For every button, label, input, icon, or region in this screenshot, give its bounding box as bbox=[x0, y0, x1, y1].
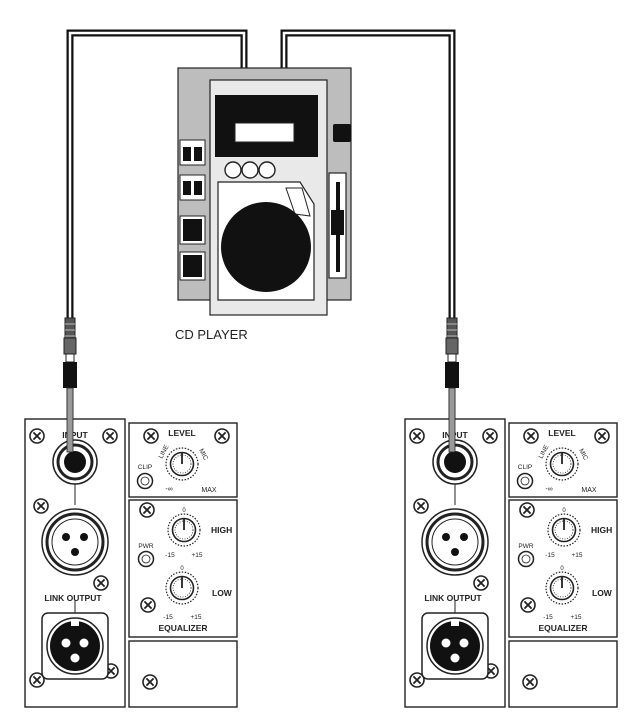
input-label: INPUT bbox=[62, 430, 88, 440]
equalizer-title: EQUALIZER bbox=[538, 623, 587, 633]
level-knob[interactable] bbox=[165, 447, 199, 481]
eq-low-label: LOW bbox=[212, 588, 233, 598]
clip-led bbox=[516, 472, 534, 490]
level-max-label: MAX bbox=[201, 487, 217, 494]
level-mic-label: MIC bbox=[197, 448, 209, 462]
pwr-led bbox=[517, 550, 535, 568]
level-min-label: -∞ bbox=[165, 486, 172, 493]
pwr-label: PWR bbox=[138, 543, 153, 550]
level-mic-label: MIC bbox=[577, 448, 589, 462]
right-cable bbox=[280, 29, 456, 318]
svg-text:-15: -15 bbox=[543, 614, 553, 621]
clip-label: CLIP bbox=[518, 464, 532, 471]
cd-small-button-1[interactable] bbox=[224, 161, 242, 179]
cd-player bbox=[177, 67, 352, 316]
pwr-led bbox=[137, 550, 155, 568]
svg-text:0: 0 bbox=[562, 508, 566, 514]
level-min-label: -∞ bbox=[545, 486, 552, 493]
input-xlr-female[interactable] bbox=[40, 507, 110, 577]
svg-text:+15: +15 bbox=[570, 614, 581, 621]
cd-pitch-slider[interactable] bbox=[331, 210, 344, 235]
cd-player-label: CD PLAYER bbox=[175, 327, 248, 342]
svg-text:-15: -15 bbox=[545, 552, 555, 559]
amplifier-left: INPUT LINK OUTPUT LEVEL LINE MIC CLIP -∞… bbox=[24, 418, 238, 708]
cd-play-button[interactable] bbox=[183, 219, 202, 241]
level-knob[interactable] bbox=[545, 447, 579, 481]
level-max-label: MAX bbox=[581, 487, 597, 494]
equalizer-title: EQUALIZER bbox=[158, 623, 207, 633]
input-jack[interactable] bbox=[51, 438, 99, 486]
pwr-label: PWR bbox=[518, 543, 533, 550]
cd-jog-wheel[interactable] bbox=[221, 202, 311, 292]
eq-high-knob[interactable] bbox=[167, 513, 201, 547]
level-title: LEVEL bbox=[168, 428, 195, 438]
amplifier-right: INPUT LINK OUTPUT LEVEL LINE MIC CLIP -∞… bbox=[404, 418, 618, 708]
svg-text:-15: -15 bbox=[163, 614, 173, 621]
eq-high-knob[interactable] bbox=[547, 513, 581, 547]
svg-text:0: 0 bbox=[560, 566, 564, 572]
cd-eject-button[interactable] bbox=[333, 124, 351, 142]
left-cable bbox=[66, 29, 248, 318]
eq-high-label: HIGH bbox=[591, 525, 612, 535]
link-output-xlr-male[interactable] bbox=[41, 612, 109, 680]
svg-text:-15: -15 bbox=[165, 552, 175, 559]
svg-text:+15: +15 bbox=[190, 614, 201, 621]
svg-text:0: 0 bbox=[182, 508, 186, 514]
svg-text:0: 0 bbox=[180, 566, 184, 572]
input-label: INPUT bbox=[442, 430, 468, 440]
link-output-label: LINK OUTPUT bbox=[424, 593, 482, 603]
link-output-xlr-male[interactable] bbox=[421, 612, 489, 680]
svg-text:+15: +15 bbox=[571, 552, 582, 559]
clip-label: CLIP bbox=[138, 464, 152, 471]
eq-low-knob[interactable] bbox=[545, 571, 579, 605]
eq-low-label: LOW bbox=[592, 588, 613, 598]
link-output-label: LINK OUTPUT bbox=[44, 593, 102, 603]
cd-cue-button[interactable] bbox=[183, 255, 202, 277]
level-title: LEVEL bbox=[548, 428, 575, 438]
cd-small-button-3[interactable] bbox=[258, 161, 276, 179]
eq-high-label: HIGH bbox=[211, 525, 232, 535]
eq-low-knob[interactable] bbox=[165, 571, 199, 605]
input-xlr-female[interactable] bbox=[420, 507, 490, 577]
svg-text:+15: +15 bbox=[191, 552, 202, 559]
clip-led bbox=[136, 472, 154, 490]
cd-small-button-2[interactable] bbox=[241, 161, 259, 179]
